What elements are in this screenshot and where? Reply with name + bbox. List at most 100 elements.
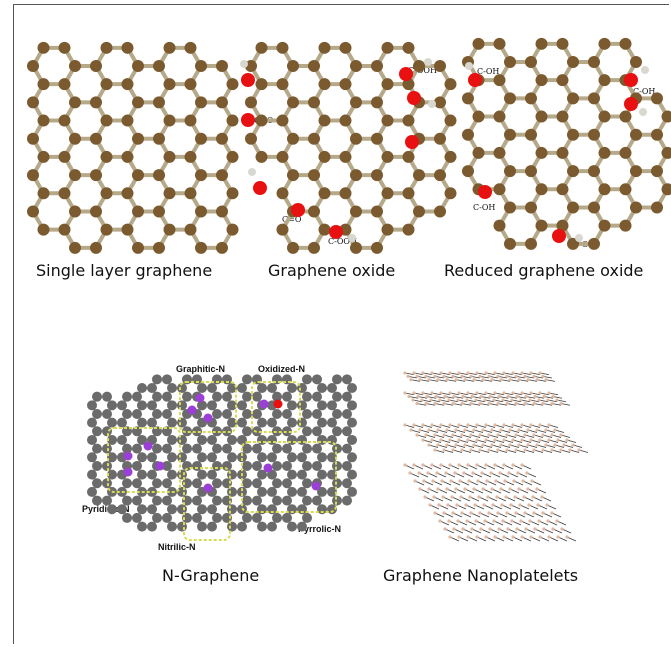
platelet-bond bbox=[442, 496, 453, 502]
carbon-atom bbox=[162, 408, 172, 419]
carbon-atom bbox=[177, 504, 187, 515]
carbon-atom bbox=[434, 132, 446, 145]
platelet-atom bbox=[448, 438, 452, 442]
platelet-atom bbox=[497, 527, 501, 531]
carbon-atom bbox=[308, 205, 320, 218]
platelet-atom bbox=[528, 519, 532, 523]
carbon-atom bbox=[402, 78, 415, 91]
platelet-atom bbox=[458, 479, 462, 483]
platelet-bond bbox=[552, 528, 563, 534]
platelet-atom bbox=[526, 487, 530, 491]
carbon-atom bbox=[371, 241, 383, 254]
carbon-atom bbox=[444, 114, 457, 127]
carbon-atom bbox=[227, 400, 237, 411]
carbon-atom bbox=[302, 426, 312, 437]
platelet-atom bbox=[466, 423, 470, 427]
carbon-atom bbox=[92, 391, 102, 402]
platelet-bond bbox=[509, 488, 520, 494]
carbon-atom bbox=[567, 56, 579, 68]
carbon-atom bbox=[163, 223, 176, 236]
carbon-atom bbox=[282, 478, 292, 489]
platelet-atom bbox=[449, 479, 453, 483]
platelet-bond bbox=[512, 464, 523, 470]
platelet-atom bbox=[403, 423, 407, 427]
platelet-atom bbox=[442, 374, 446, 378]
platelet-atom bbox=[531, 495, 535, 499]
platelet-bond bbox=[525, 528, 536, 534]
platelet-atom bbox=[551, 394, 555, 399]
carbon-atom bbox=[317, 504, 327, 515]
platelet-atom bbox=[443, 527, 447, 531]
carbon-atom bbox=[102, 391, 112, 402]
platelet-atom bbox=[502, 438, 506, 442]
platelet-bond bbox=[561, 528, 572, 534]
carbon-atom bbox=[37, 114, 50, 127]
carbon-atom bbox=[226, 150, 239, 163]
platelet-atom bbox=[415, 433, 419, 437]
carbon-atom bbox=[252, 443, 262, 454]
carbon-atom bbox=[619, 146, 632, 159]
carbon-atom bbox=[195, 132, 207, 145]
carbon-atom bbox=[242, 374, 252, 385]
carbon-atom bbox=[312, 408, 322, 419]
platelet-atom bbox=[445, 443, 449, 447]
platelet-atom bbox=[451, 374, 455, 378]
carbon-atom bbox=[493, 183, 506, 196]
platelet-atom bbox=[518, 503, 522, 507]
carbon-atom bbox=[242, 408, 252, 419]
platelet-bond bbox=[456, 504, 467, 510]
carbon-atom bbox=[302, 460, 312, 471]
carbon-atom bbox=[58, 223, 71, 236]
carbon-atom bbox=[90, 60, 102, 72]
carbon-atom bbox=[182, 374, 192, 385]
carbon-atom bbox=[197, 521, 207, 532]
platelet-atom bbox=[403, 463, 407, 467]
oxygen-atom-carbonyl-left bbox=[241, 113, 255, 127]
box-pyrrolic bbox=[241, 441, 337, 513]
platelet-atom bbox=[522, 495, 526, 499]
platelet-atom bbox=[469, 433, 473, 437]
carbon-atom bbox=[567, 237, 579, 250]
carbon-atom bbox=[493, 74, 506, 87]
carbon-atom bbox=[92, 408, 102, 419]
carbon-atom bbox=[87, 417, 97, 428]
platelet-atom bbox=[511, 463, 515, 467]
carbon-atom bbox=[342, 478, 352, 489]
platelet-atom bbox=[511, 438, 515, 442]
platelet-atom bbox=[457, 535, 461, 539]
platelet-atom bbox=[468, 495, 472, 499]
oxygen-atom-oh-bottomleft bbox=[478, 185, 492, 199]
carbon-atom bbox=[257, 417, 267, 428]
platelet-atom bbox=[430, 371, 434, 375]
carbon-atom bbox=[402, 223, 415, 236]
carbon-atom bbox=[651, 92, 663, 105]
carbon-atom bbox=[525, 92, 537, 105]
carbon-atom bbox=[182, 391, 192, 402]
platelet-atom bbox=[438, 519, 442, 523]
carbon-atom bbox=[184, 114, 197, 127]
platelet-atom bbox=[448, 535, 452, 539]
platelet-bond bbox=[427, 472, 438, 478]
platelet-atom bbox=[448, 391, 452, 395]
n-graphene-panel: Graphitic-N Oxidized-N Pyridinic-N Nitri… bbox=[80, 360, 370, 560]
platelet-atom bbox=[562, 443, 566, 447]
carbon-atom bbox=[212, 512, 222, 523]
carbon-atom bbox=[132, 205, 144, 218]
platelet-atom bbox=[498, 471, 502, 475]
carbon-atom bbox=[153, 96, 165, 109]
platelet-bond bbox=[507, 528, 518, 534]
platelet-atom bbox=[488, 527, 492, 531]
platelet-bond bbox=[492, 504, 503, 510]
carbon-atom bbox=[272, 391, 282, 402]
carbon-atom bbox=[87, 486, 97, 497]
platelet-atom bbox=[490, 443, 494, 447]
lattice bbox=[245, 41, 457, 254]
platelet-atom bbox=[457, 391, 461, 395]
carbon-atom bbox=[163, 150, 176, 163]
platelet-atom bbox=[504, 495, 508, 499]
platelet-atom bbox=[478, 511, 482, 515]
carbon-atom bbox=[137, 400, 147, 411]
carbon-atom bbox=[163, 187, 176, 200]
carbon-atom bbox=[339, 187, 352, 200]
platelet-atom bbox=[501, 519, 505, 523]
